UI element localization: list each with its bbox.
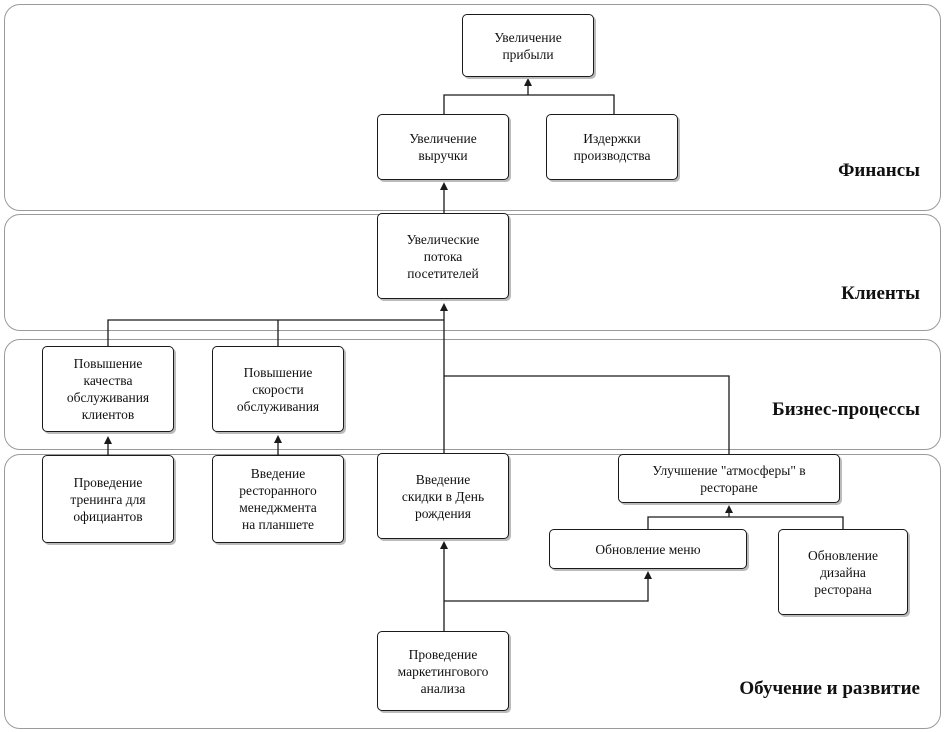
processes-label: Бизнес-процессы xyxy=(772,399,920,420)
node-birthday-discount: Введение скидки в День рождения xyxy=(377,453,509,539)
node-atmosphere: Улучшение "атмосферы" в ресторане xyxy=(618,454,840,503)
node-revenue: Увеличение выручки xyxy=(377,114,509,180)
node-costs: Издержки производства xyxy=(546,114,678,180)
node-menu-update: Обновление меню xyxy=(549,529,747,569)
node-service-speed: Повышение скорости обслуживания xyxy=(212,346,344,432)
node-marketing-analysis: Проведение маркетингового анализа xyxy=(377,631,509,711)
node-visitors: Увеличеcкие потока посетителей xyxy=(377,213,509,299)
node-design-update: Обновление дизайна ресторана xyxy=(778,529,908,615)
node-service-quality: Повышение качества обслуживания клиентов xyxy=(42,346,174,432)
node-waiter-training: Проведение тренинга для официантов xyxy=(42,455,174,543)
node-profit: Увеличение прибыли xyxy=(462,14,594,77)
clients-label: Клиенты xyxy=(841,283,920,304)
node-tablet-management: Введение ресторанного менеджмента на пла… xyxy=(212,455,344,543)
finance-label: Финансы xyxy=(838,160,920,181)
learning-label: Обучение и развитие xyxy=(739,678,920,699)
